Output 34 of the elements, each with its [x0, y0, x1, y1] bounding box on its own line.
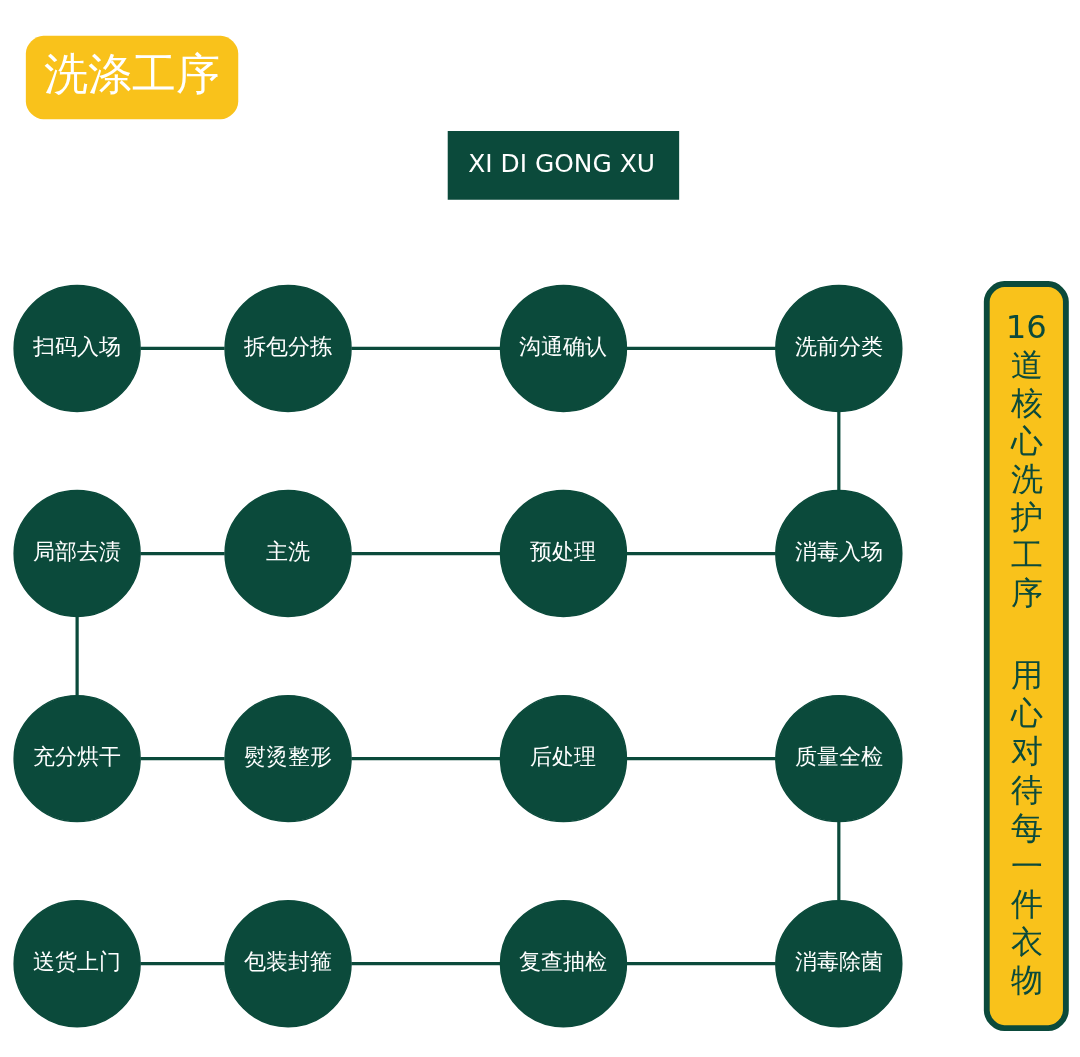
- connector: [626, 346, 776, 350]
- connector: [351, 346, 501, 350]
- node-circle: 充分烘干: [13, 694, 141, 822]
- connector: [75, 616, 79, 695]
- node-circle: 局部去渍: [13, 489, 141, 617]
- node-circle: 扫码入场: [13, 284, 141, 412]
- node-circle: 主洗: [224, 489, 352, 617]
- label: XI DI GONG XU: [468, 148, 655, 178]
- node-circle: 送货上门: [13, 899, 141, 1027]
- connector: [140, 756, 225, 760]
- connector: [351, 756, 501, 760]
- connector: [626, 756, 776, 760]
- node-circle: 质量全检: [775, 694, 903, 822]
- connector: [140, 961, 225, 965]
- node-box: 16道核心洗护工序 用心对待每一件衣物: [983, 280, 1069, 1031]
- diagram-title: 洗涤工序: [44, 47, 221, 99]
- connector: [626, 961, 776, 965]
- node-circle: 拆包分拣: [224, 284, 352, 412]
- connector: [351, 551, 501, 555]
- node-circle: 消毒除菌: [775, 899, 903, 1027]
- node-circle: 熨烫整形: [224, 694, 352, 822]
- node-circle: 洗前分类: [775, 284, 903, 412]
- connector: [626, 551, 776, 555]
- node-circle: 包装封箍: [224, 899, 352, 1027]
- connector: [140, 346, 225, 350]
- node-circle: 消毒入场: [775, 489, 903, 617]
- node-circle: 沟通确认: [499, 284, 628, 412]
- connector: [140, 551, 225, 555]
- node-circle: 预处理: [499, 489, 628, 617]
- connector: [351, 961, 501, 965]
- connector: [837, 821, 841, 900]
- connector: [837, 411, 841, 490]
- node-circle: 复查抽检: [499, 899, 628, 1027]
- node-circle: 后处理: [499, 694, 628, 822]
